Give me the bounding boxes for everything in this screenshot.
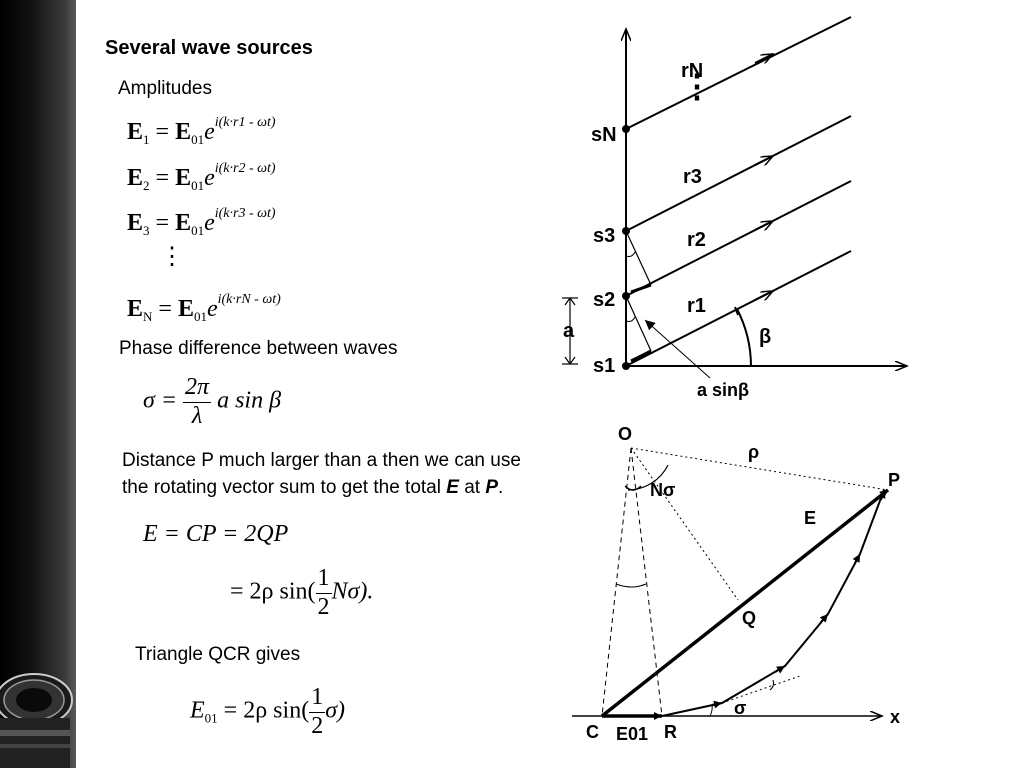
label-asinb: a sinβ bbox=[697, 380, 749, 400]
label-rN: rN bbox=[681, 60, 703, 82]
label-C: C bbox=[586, 722, 599, 742]
label-s1: s1 bbox=[593, 355, 615, 377]
label-r2: r2 bbox=[687, 229, 706, 251]
label-E: E bbox=[804, 508, 816, 528]
slide-title: Several wave sources bbox=[105, 37, 313, 59]
label-sigma: σ bbox=[734, 698, 746, 718]
label-dots: ⋮ bbox=[681, 68, 713, 104]
wave-sources-diagram: rN ⋮ r3 r2 r1 sN s3 s2 s1 a β a sinβ bbox=[562, 16, 915, 400]
label-R: R bbox=[664, 722, 677, 742]
label-sN: sN bbox=[591, 124, 617, 146]
equation-e1: E1 = E01ei(k·r1 - ωt) bbox=[127, 115, 276, 147]
sidebar-gradient bbox=[0, 0, 76, 768]
label-s3: s3 bbox=[593, 225, 615, 247]
label-Nsigma: Nσ bbox=[650, 480, 675, 500]
phasor-sum-diagram: O ρ P Nσ E Q σ C E01 R x bbox=[572, 424, 900, 744]
label-P: P bbox=[888, 470, 900, 490]
label-s2: s2 bbox=[593, 289, 615, 311]
label-x: x bbox=[890, 707, 900, 727]
distance-line-2: the rotating vector sum to get the total… bbox=[122, 477, 504, 498]
label-beta: β bbox=[759, 326, 771, 348]
equation-e3: E3 = E01ei(k·r3 - ωt) bbox=[127, 206, 276, 238]
label-Q: Q bbox=[742, 608, 756, 628]
phase-label: Phase difference between waves bbox=[119, 338, 398, 359]
distance-line-1: Distance P much larger than a then we ca… bbox=[122, 450, 521, 471]
label-a: a bbox=[563, 320, 575, 342]
label-O: O bbox=[618, 424, 632, 444]
triangle-label: Triangle QCR gives bbox=[135, 644, 301, 665]
vertical-dots: ⋮ bbox=[160, 244, 184, 270]
amplitudes-label: Amplitudes bbox=[118, 78, 212, 99]
label-E01: E01 bbox=[616, 724, 648, 744]
label-r3: r3 bbox=[683, 166, 702, 188]
label-rho: ρ bbox=[748, 442, 759, 462]
equation-e2: E2 = E01ei(k·r2 - ωt) bbox=[127, 161, 276, 193]
equation-en: EN = E01ei(k·rN - ωt) bbox=[127, 292, 281, 324]
label-r1: r1 bbox=[687, 295, 706, 317]
camera-lens-icon bbox=[0, 673, 73, 768]
equation-ecp: E = CP = 2QP bbox=[143, 521, 289, 547]
